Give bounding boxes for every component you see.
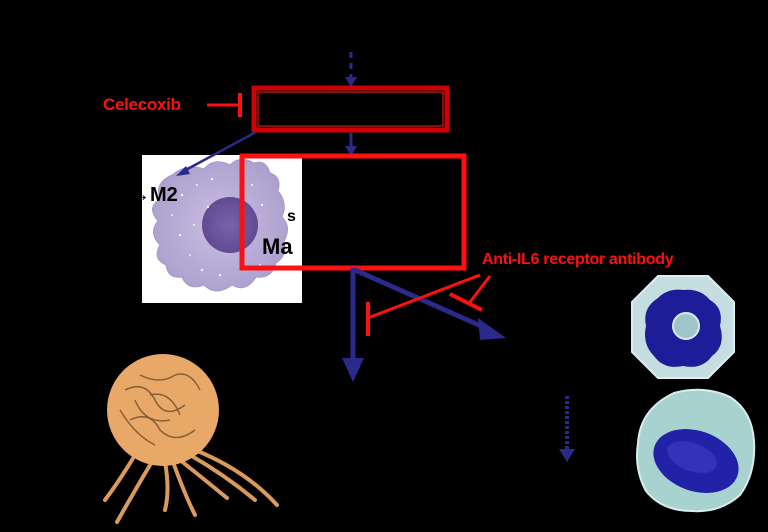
- arrowhead-icon: [176, 166, 190, 176]
- arrowhead-icon: [345, 146, 357, 156]
- top-box: [251, 85, 450, 133]
- anti-il6r-inhibition-line-1: [367, 273, 481, 320]
- myeloid-cell-image: [636, 388, 756, 513]
- anti-il6r-inhibition-line-2: [468, 275, 492, 303]
- anti-il6-receptor-antibody-label: Anti-IL6 receptor antibody: [482, 251, 674, 268]
- arrowhead-icon: [345, 77, 357, 87]
- arrowhead-icon: [342, 358, 364, 382]
- blast-cell-image: [631, 275, 735, 379]
- macrophage-image-panel: [142, 155, 302, 303]
- arrowhead-icon: [478, 318, 506, 340]
- m2-label: →M2: [130, 184, 178, 206]
- macrophage-label-partial-1: s: [287, 208, 296, 225]
- arrowhead-icon: [559, 449, 575, 462]
- macrophage-label-partial-2: Ma: [262, 234, 293, 259]
- celecoxib-label: Celecoxib: [103, 95, 181, 114]
- inhibition-bar-icon: [449, 292, 483, 312]
- tumor-cell-image: [103, 354, 279, 524]
- main-box-interior: [302, 160, 460, 264]
